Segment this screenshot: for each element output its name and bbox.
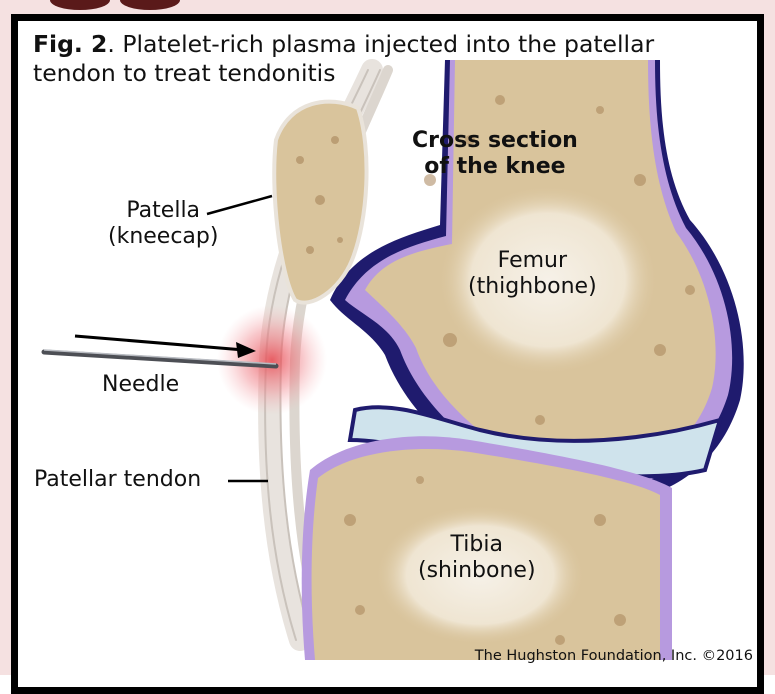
patella-name: Patella: [108, 198, 218, 224]
knee-title-line2: of the knee: [412, 154, 578, 180]
figure: Fig. 2. Platelet-rich plasma injected in…: [0, 0, 775, 675]
femur-common: (thighbone): [468, 274, 597, 300]
tibia-name: Tibia: [418, 532, 536, 558]
copyright-credit: The Hughston Foundation, Inc. ©2016: [475, 648, 753, 664]
tibia-common: (shinbone): [418, 558, 536, 584]
femur-name: Femur: [468, 248, 597, 274]
knee-illustration: [0, 0, 775, 675]
needle-label: Needle: [102, 372, 179, 398]
caption-label: Fig. 2: [33, 30, 107, 58]
caption-text: . Platelet-rich plasma injected into the…: [33, 30, 654, 87]
knee-title-line1: Cross section: [412, 128, 578, 154]
patella-common: (kneecap): [108, 224, 218, 250]
patella-label: Patella (kneecap): [108, 198, 218, 250]
figure-caption: Fig. 2. Platelet-rich plasma injected in…: [33, 30, 733, 89]
tendon-label: Patellar tendon: [34, 467, 201, 493]
injection-site-glow: [217, 305, 327, 415]
femur-label: Femur (thighbone): [468, 248, 597, 300]
tibia-label: Tibia (shinbone): [418, 532, 536, 584]
knee-title: Cross section of the knee: [412, 128, 578, 180]
